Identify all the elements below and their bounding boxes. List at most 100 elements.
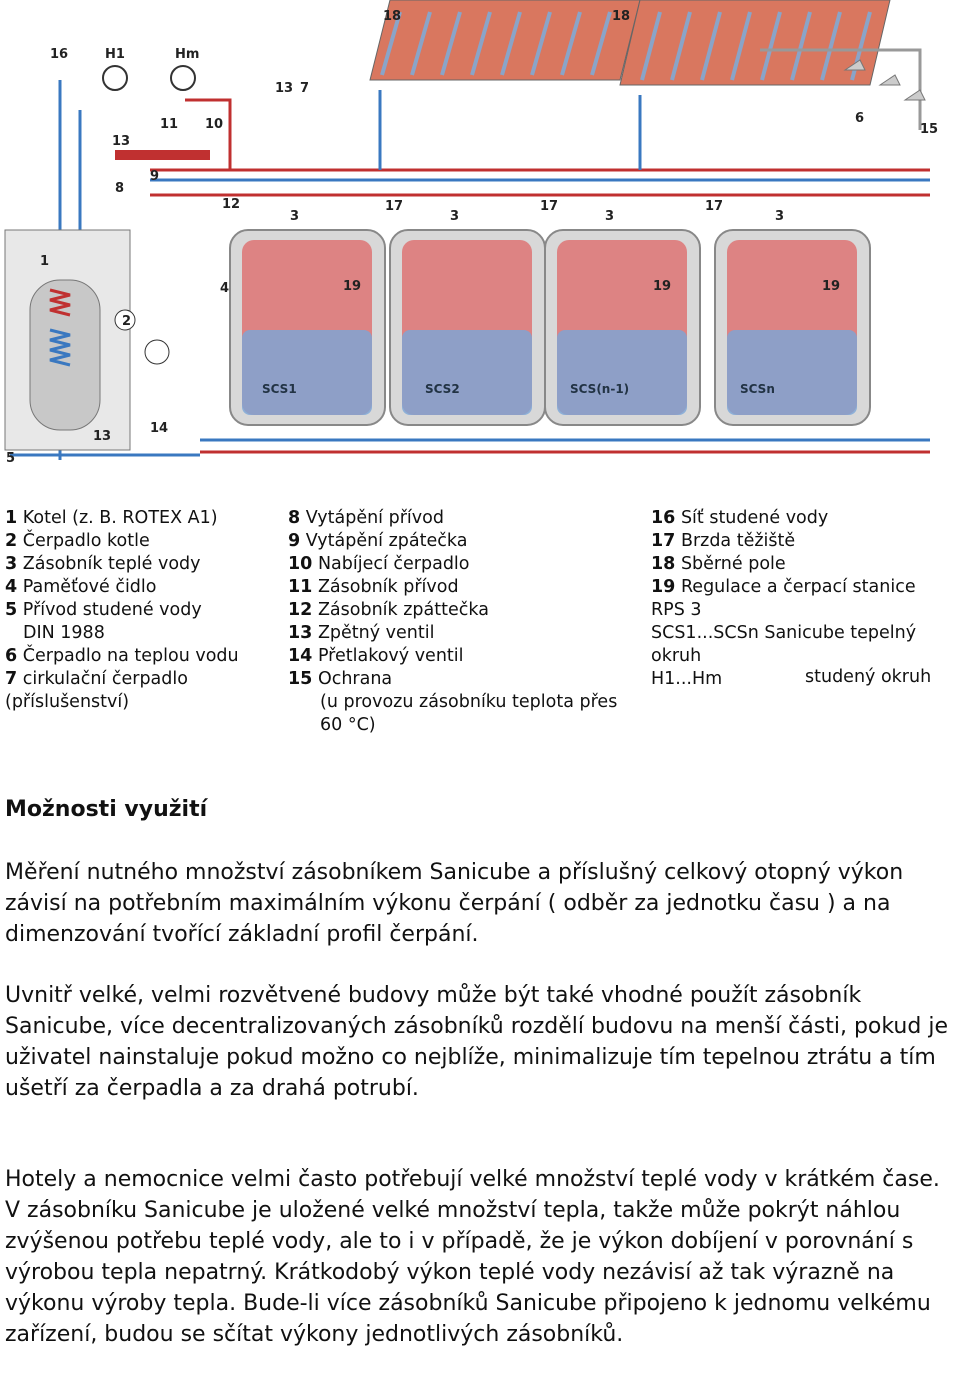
tank-scs-n-1: [544, 229, 701, 426]
legend-entry: 12 Zásobník zpáttečka: [288, 599, 617, 622]
legend-number: 4: [5, 577, 18, 597]
legend-text: Zásobník zpáttečka: [317, 600, 489, 620]
legend-number: 7: [5, 669, 18, 689]
legend-text: Regulace a čerpací stanice: [680, 577, 916, 597]
legend-number: 16: [651, 508, 676, 528]
legend-text: Paměťové čidlo: [22, 577, 157, 597]
legend-entry: 5 Přívod studené vody: [5, 599, 239, 622]
legend-text: Čerpadlo na teplou vodu: [22, 646, 239, 666]
legend-text: Přívod studené vody: [22, 600, 202, 620]
callout: 19: [822, 279, 840, 294]
legend-text: Přetlakový ventil: [317, 646, 464, 666]
legend-text: Čerpadlo kotle: [22, 531, 150, 551]
callout: 10: [205, 117, 223, 132]
legend-text: (příslušenství): [5, 692, 130, 712]
legend-text: DIN 1988: [23, 623, 105, 643]
legend-number: 5: [5, 600, 18, 620]
legend-text: H1...Hm: [651, 669, 723, 689]
legend-number: 17: [651, 531, 676, 551]
callout: 1: [40, 254, 49, 269]
legend-text: Nabíjecí čerpadlo: [317, 554, 470, 574]
legend-entry: 10 Nabíjecí čerpadlo: [288, 553, 617, 576]
legend-text: 60 °C): [320, 715, 376, 735]
legend-text: okruh: [651, 646, 702, 666]
solar-system-schematic: SCS1 SCS2 SCS(n-1) SCSn 18 18 16 H1 Hm 1…: [4, 0, 938, 466]
legend-column-1: 1 Kotel (z. B. ROTEX A1)2 Čerpadlo kotle…: [5, 507, 239, 714]
callout: H1: [105, 47, 125, 62]
callout: 18: [612, 9, 630, 24]
legend-entry: SCS1...SCSn Sanicube tepelný: [651, 622, 916, 645]
tank-label: SCS2: [425, 382, 460, 396]
legend-entry: 6 Čerpadlo na teplou vodu: [5, 645, 239, 668]
legend-number: 9: [288, 531, 301, 551]
tank-label: SCS(n-1): [570, 382, 629, 396]
legend-text: Sběrné pole: [680, 554, 786, 574]
paragraph: Uvnitř velké, velmi rozvětvené budovy mů…: [5, 983, 948, 1101]
tank-scs1: [229, 229, 386, 426]
callout: 5: [6, 451, 15, 466]
paragraph: Měření nutného množství zásobníkem Sanic…: [5, 860, 904, 947]
legend-text: (u provozu zásobníku teplota přes: [320, 692, 618, 712]
callout: 11: [160, 117, 178, 132]
callout: 3: [290, 209, 299, 224]
legend-number: 14: [288, 646, 313, 666]
legend-number: 6: [5, 646, 18, 666]
callout: 12: [222, 197, 240, 212]
callout: 16: [50, 47, 68, 62]
callout: 14: [150, 421, 168, 436]
legend-number: 2: [5, 531, 18, 551]
legend-entry: (u provozu zásobníku teplota přes: [288, 691, 617, 714]
callout: 6: [855, 111, 864, 126]
legend-number: 1: [5, 508, 18, 528]
callout: 8: [115, 181, 124, 196]
callout: 3: [605, 209, 614, 224]
legend-number: 13: [288, 623, 313, 643]
callout: 13: [275, 81, 293, 96]
legend-entry: 16 Síť studené vody: [651, 507, 916, 530]
legend-text: Síť studené vody: [680, 508, 829, 528]
legend-entry: (příslušenství): [5, 691, 239, 714]
legend-entry: 15 Ochrana: [288, 668, 617, 691]
legend-text: Vytápění přívod: [305, 508, 444, 528]
legend-number: 18: [651, 554, 676, 574]
legend-text: Kotel (z. B. ROTEX A1): [22, 508, 218, 528]
collector-field: [369, 0, 891, 86]
legend-text: Zpětný ventil: [317, 623, 435, 643]
callout: 18: [383, 9, 401, 24]
legend-entry: H1...Hm: [651, 668, 916, 691]
legend-number: 19: [651, 577, 676, 597]
pressure-gauges: [102, 65, 210, 160]
callout: 13: [112, 134, 130, 149]
legend-entry: 4 Paměťové čidlo: [5, 576, 239, 599]
legend-entry: 11 Zásobník přívod: [288, 576, 617, 599]
callout: 13: [93, 429, 111, 444]
legend-entry: 17 Brzda těžiště: [651, 530, 916, 553]
legend-entry: 13 Zpětný ventil: [288, 622, 617, 645]
legend-text: Vytápění zpátečka: [305, 531, 468, 551]
legend-entry: 9 Vytápění zpátečka: [288, 530, 617, 553]
callout: 4: [220, 281, 229, 296]
callout: 17: [705, 199, 723, 214]
legend-entry: 18 Sběrné pole: [651, 553, 916, 576]
callout: 3: [450, 209, 459, 224]
section-title: Možnosti využití: [5, 797, 208, 822]
legend-entry: 3 Zásobník teplé vody: [5, 553, 239, 576]
legend-entry: 8 Vytápění přívod: [288, 507, 617, 530]
legend-entry: 2 Čerpadlo kotle: [5, 530, 239, 553]
legend-number: 15: [288, 669, 313, 689]
legend-entry: DIN 1988: [5, 622, 239, 645]
legend-entry: 7 cirkulační čerpadlo: [5, 668, 239, 691]
legend-number: 8: [288, 508, 301, 528]
tank-scs2: [389, 229, 546, 426]
legend-number: 3: [5, 554, 18, 574]
legend-text: Brzda těžiště: [680, 531, 796, 551]
callout: 3: [775, 209, 784, 224]
callout: 2: [122, 314, 131, 329]
callout: 7: [300, 81, 309, 96]
legend-text: RPS 3: [651, 600, 702, 620]
legend-text: SCS1...SCSn Sanicube tepelný: [651, 623, 917, 643]
legend-entry: 1 Kotel (z. B. ROTEX A1): [5, 507, 239, 530]
paragraph: Hotely a nemocnice velmi často potřebují…: [5, 1167, 940, 1347]
legend-text: cirkulační čerpadlo: [22, 669, 188, 689]
